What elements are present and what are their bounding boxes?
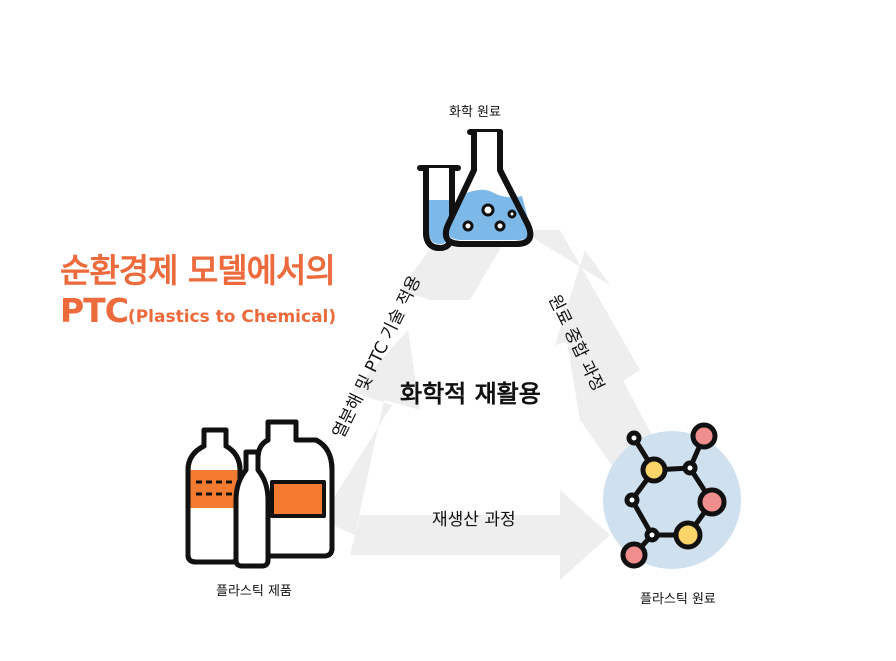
node-label-plastic-product: 플라스틱 제품 <box>216 584 292 599</box>
node-label-chemical: 화학 원료 <box>449 105 501 120</box>
center-label: 화학적 재활용 <box>400 380 541 408</box>
edge-label-bottom: 재생산 과정 <box>432 510 516 530</box>
recycle-arrow-left <box>320 330 420 535</box>
subtitle-expansion: (Plastics to Chemical) <box>127 307 337 327</box>
diagram-title: 순환경제 모델에서의 <box>60 251 336 290</box>
bottles-icon <box>185 419 335 569</box>
node-label-plastic-material: 플라스틱 원료 <box>640 592 716 607</box>
recycle-arrow-bottom <box>350 490 610 580</box>
diagram-subtitle: PTC(Plastics to Chemical) <box>60 291 336 330</box>
recycle-arrow-right <box>520 230 640 395</box>
subtitle-ptc: PTC <box>60 291 129 330</box>
molecule-background <box>603 431 741 569</box>
molecule-icon <box>603 422 741 569</box>
flask-icon <box>417 129 534 251</box>
